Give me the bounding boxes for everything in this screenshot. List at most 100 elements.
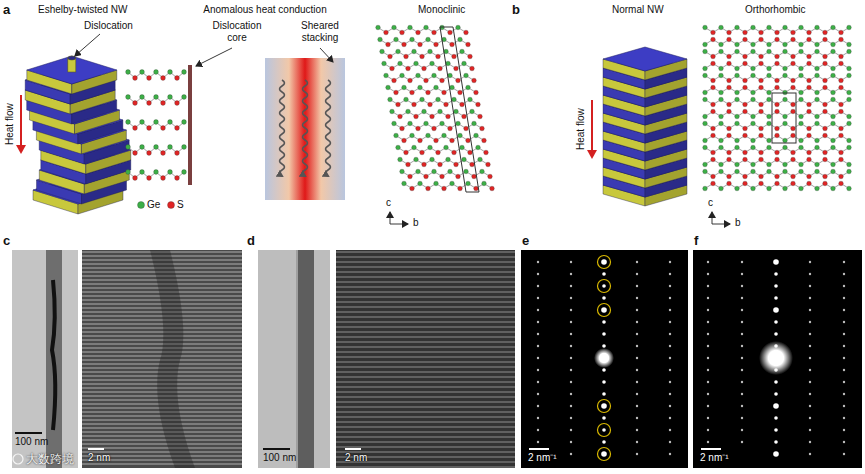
diffraction-spot xyxy=(636,393,638,395)
atom xyxy=(126,70,131,75)
legend-label: Ge xyxy=(147,199,160,211)
diffraction-spot xyxy=(809,321,811,323)
scale-bar-label: 2 nm⁻¹ xyxy=(528,452,557,464)
atom xyxy=(815,49,820,54)
lattice-fringe xyxy=(82,339,242,341)
atom xyxy=(432,169,437,174)
scale-bar-label: 100 nm xyxy=(15,436,48,448)
scale-bar xyxy=(701,448,721,450)
diffraction-spot xyxy=(774,284,778,288)
atom xyxy=(815,186,820,191)
atom xyxy=(154,120,159,125)
axis-arrow xyxy=(712,212,713,224)
diffraction-spot xyxy=(669,261,671,263)
atom xyxy=(448,30,453,35)
atom xyxy=(378,37,383,42)
atom xyxy=(735,138,740,143)
diffraction-spot xyxy=(707,405,709,407)
diffraction-spot xyxy=(707,369,709,371)
diffraction-spot xyxy=(809,453,811,455)
diffraction-spot xyxy=(707,285,709,287)
atom xyxy=(727,78,732,83)
diffraction-spot xyxy=(707,429,709,431)
atom xyxy=(823,109,828,114)
atom xyxy=(464,30,469,35)
diffraction-spot xyxy=(537,285,539,287)
atom xyxy=(398,157,403,162)
diffraction-spot xyxy=(741,441,743,443)
atom xyxy=(490,186,495,191)
atom xyxy=(783,162,788,167)
atom xyxy=(807,85,812,90)
atom xyxy=(799,66,804,71)
atom xyxy=(743,150,748,155)
panel-letter: a xyxy=(3,2,10,18)
atom xyxy=(719,121,724,126)
atom xyxy=(767,169,772,174)
lattice-fringe xyxy=(336,306,515,308)
atom xyxy=(126,95,131,100)
atom xyxy=(719,49,724,54)
atom xyxy=(831,138,836,143)
atom xyxy=(486,162,491,167)
atom xyxy=(847,66,852,71)
atom xyxy=(418,138,423,143)
atom xyxy=(799,25,804,30)
lattice-fringe xyxy=(336,266,515,268)
atom xyxy=(815,121,820,126)
heat-panel xyxy=(265,58,345,200)
atom xyxy=(432,126,437,131)
atom xyxy=(767,97,772,102)
diffraction-spot xyxy=(843,357,845,359)
axis-label: b xyxy=(413,217,419,229)
atom xyxy=(751,49,756,54)
diffraction-spot xyxy=(774,272,778,276)
diffraction-spot xyxy=(570,381,572,383)
diffraction-spot xyxy=(741,285,743,287)
lattice-fringe xyxy=(82,427,242,429)
atom xyxy=(386,42,391,47)
diffraction-spot xyxy=(809,333,811,335)
diffraction-spot xyxy=(636,333,638,335)
atom xyxy=(711,133,716,138)
lattice-fringe xyxy=(336,441,515,443)
atom xyxy=(783,97,788,102)
atom xyxy=(476,102,481,107)
lattice-fringe xyxy=(336,401,515,403)
diffraction-spot xyxy=(809,285,811,287)
diffraction-spot xyxy=(774,332,778,336)
diffraction-spot xyxy=(570,273,572,275)
atom xyxy=(161,101,166,106)
lattice-fringe xyxy=(82,443,242,445)
atom xyxy=(775,30,780,35)
diffraction-spot xyxy=(809,345,811,347)
atom xyxy=(751,145,756,150)
atom xyxy=(791,133,796,138)
atom xyxy=(719,145,724,150)
atom xyxy=(133,176,138,181)
central-beam xyxy=(759,341,793,375)
lattice-fringe xyxy=(336,436,515,438)
diffraction-spot xyxy=(843,333,845,335)
diffraction-spot xyxy=(636,417,638,419)
atom xyxy=(711,54,716,59)
diffraction-spot xyxy=(636,429,638,431)
atom xyxy=(428,49,433,54)
atom xyxy=(175,101,180,106)
atom xyxy=(703,97,708,102)
axis-arrow xyxy=(390,224,408,225)
atom xyxy=(743,109,748,114)
lattice-fringe xyxy=(336,406,515,408)
atom xyxy=(380,49,385,54)
diffraction-spot xyxy=(669,309,671,311)
atom xyxy=(175,76,180,81)
atom xyxy=(847,97,852,102)
diffraction-spot xyxy=(537,369,539,371)
atom xyxy=(751,162,756,167)
diffraction-spot xyxy=(602,284,606,288)
diffraction-spot xyxy=(537,261,539,263)
atom xyxy=(424,25,429,30)
atom xyxy=(831,169,836,174)
atom xyxy=(831,186,836,191)
